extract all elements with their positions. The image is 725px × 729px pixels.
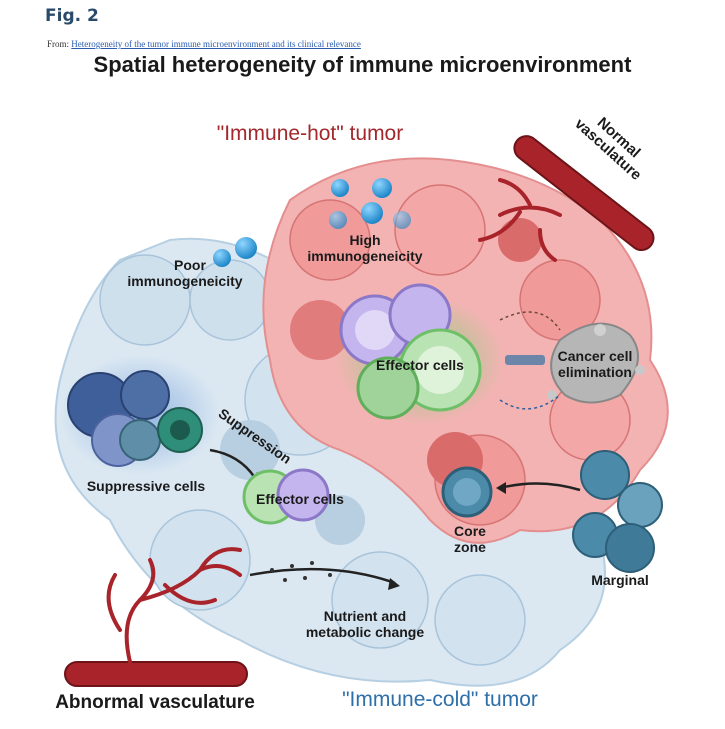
immune-hot-label: "Immune-hot" tumor [216, 122, 404, 145]
effector-cells-hot-label: Effector cells [376, 357, 464, 373]
suppressive-cells-label: Suppressive cells [86, 478, 206, 494]
marginal-label: Marginal [591, 572, 649, 588]
diagram-title: Spatial heterogeneity of immune microenv… [93, 52, 632, 77]
core-zone-label-1: Core [454, 523, 486, 539]
figure-label: Fig. 2 [45, 6, 99, 26]
core-zone-label-2: zone [454, 539, 486, 555]
source-link[interactable]: Heterogeneity of the tumor immune microe… [71, 39, 361, 49]
nutrient-dots [270, 561, 332, 582]
source-line: From: Heterogeneity of the tumor immune … [47, 39, 361, 49]
marginal-arrowhead [496, 482, 506, 494]
poor-immunogeneicity-label-1: Poor [174, 257, 206, 273]
source-prefix: From: [47, 39, 72, 49]
high-immunogenicity-antigens [329, 178, 411, 229]
effector-cells-hot-icon [335, 283, 505, 425]
high-immunogeneicity-label-2: immunogeneicity [307, 248, 423, 264]
immune-cold-label: "Immune-cold" tumor [342, 688, 538, 711]
suppressive-cells-icon [60, 355, 220, 475]
nutrient-label-2: metabolic change [305, 624, 425, 640]
effector-cells-cold-icon [242, 468, 330, 525]
normal-vasculature [478, 135, 655, 262]
high-immunogeneicity-label-1: High [349, 232, 381, 248]
cancer-cell-elimination-icon [499, 311, 645, 410]
poor-immunogenicity-antigens [213, 237, 257, 267]
abnormal-vasculature [64, 547, 248, 687]
nutrient-label-1: Nutrient and [323, 608, 407, 624]
suppression-arrow [209, 448, 257, 479]
cancer-cell-elimination-label-1: Cancer cell [557, 348, 633, 364]
effector-cells-cold-label: Effector cells [256, 491, 344, 507]
poor-immunogeneicity-label-2: immunogeneicity [127, 273, 243, 289]
core-zone-cell-icon [441, 466, 493, 518]
marginal-to-core-arrow [499, 482, 581, 492]
cancer-cell-elimination-label-2: elimination [558, 364, 632, 380]
abnormal-vasculature-label: Abnormal vasculature [55, 692, 255, 713]
nutrient-arrowhead [388, 578, 400, 590]
nutrient-arrow [249, 567, 396, 585]
marginal-cells-icon [572, 450, 663, 573]
